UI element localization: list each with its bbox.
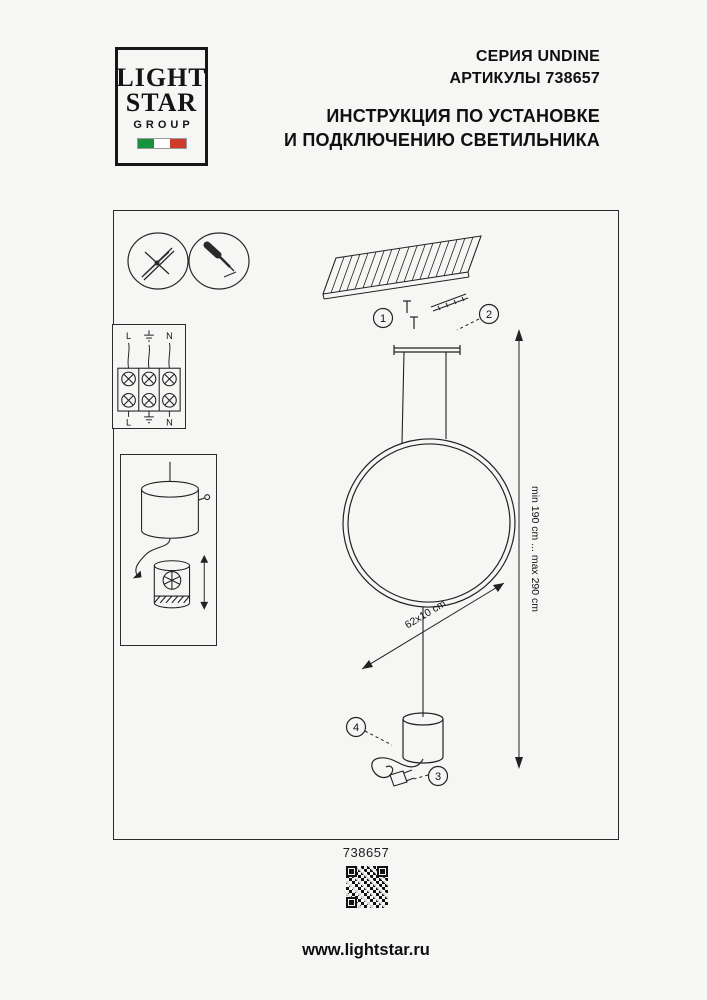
articles-label: АРТИКУЛЫ 738657 (449, 70, 600, 87)
qr-finder-top-right (377, 866, 388, 877)
website-url: www.lightstar.ru (302, 941, 430, 959)
flag-red-stripe (169, 138, 186, 148)
callout-4-circle (345, 716, 367, 738)
callout-3-circle (427, 765, 449, 787)
power-cord (371, 757, 424, 779)
flag-green-stripe (137, 138, 154, 148)
wire-n-bottom-label: N (166, 418, 173, 428)
terminal-block (117, 367, 181, 412)
wiring-diagram-panel: L N L N (112, 324, 186, 429)
screwdriver-icon (203, 241, 237, 278)
callout-1-circle (372, 307, 394, 329)
diameter-dimension: 62x10 cm (361, 582, 505, 670)
qr-finder-top-left (346, 866, 357, 877)
wire-l-bottom-label: L (126, 418, 131, 428)
wire-n-top-label: N (166, 331, 173, 341)
power-plug (389, 769, 415, 787)
ground-symbol-bottom (144, 413, 154, 424)
wiring-labels: L N L N (126, 331, 173, 428)
lightstar-logo: LIGHT STAR GROUP (115, 47, 208, 166)
counterweight (402, 712, 444, 764)
callout-3-label: 3 (435, 771, 441, 783)
height-dimension: min 190 cm ... max 290 cm (515, 329, 541, 769)
wires (127, 342, 171, 417)
ground-symbol-top (144, 330, 154, 342)
canopy-wire (132, 538, 171, 579)
instruction-title-line1: ИНСТРУКЦИЯ ПО УСТАНОВКЕ (326, 106, 600, 126)
header: СЕРИЯ UNDINE АРТИКУЛЫ 738657 ИНСТРУКЦИЯ … (284, 46, 600, 152)
callout-2-label: 2 (486, 309, 492, 321)
flag-white-stripe (153, 138, 170, 148)
mounting-cup (153, 560, 191, 609)
canopy-detail-diagram (132, 461, 211, 610)
installation-diagram: 62x10 cm min 190 cm ... max 290 cm (322, 235, 541, 787)
callout-2-circle (478, 303, 500, 325)
qr-finder-bottom-left (346, 897, 357, 908)
qr-pattern (346, 866, 388, 908)
italy-flag (136, 137, 187, 149)
mounting-screws (403, 300, 418, 329)
diagram-frame: 62x10 cm min 190 cm ... max 290 cm (112, 210, 619, 840)
callout-circles (345, 303, 500, 787)
instruction-title-line2: И ПОДКЛЮЧЕНИЮ СВЕТИЛЬНИКА (284, 130, 600, 150)
callout-4-label: 4 (353, 722, 359, 734)
qr-code (344, 864, 390, 910)
canopy-cylinder (141, 461, 211, 539)
mounting-strip (430, 293, 469, 312)
wiring-diagram: L N L N (117, 330, 181, 428)
logo-word-group: GROUP (133, 118, 194, 131)
callout-leaders (364, 318, 480, 780)
ring-luminaire (342, 438, 516, 608)
suspension-cable-left (401, 351, 405, 444)
height-dimension-label: min 190 cm ... max 290 cm (529, 486, 541, 612)
wire-l-top-label: L (126, 331, 131, 341)
series-label: СЕРИЯ UNDINE (475, 48, 600, 65)
logo-word-light: LIGHT (116, 62, 207, 92)
wire-stripper-icon (141, 247, 175, 281)
logo-word-star: STAR (125, 87, 198, 117)
ceiling-hatching (322, 235, 482, 295)
ceiling-bracket (393, 345, 461, 355)
tools-pictogram-panel (125, 224, 253, 298)
tools-pictograms (127, 232, 250, 290)
callout-1-label: 1 (380, 313, 386, 325)
adjust-arrow (200, 554, 209, 610)
canopy-detail-panel (120, 454, 217, 646)
callout-numbers: 1 2 3 4 (353, 309, 492, 783)
article-number: 738657 (342, 845, 390, 860)
